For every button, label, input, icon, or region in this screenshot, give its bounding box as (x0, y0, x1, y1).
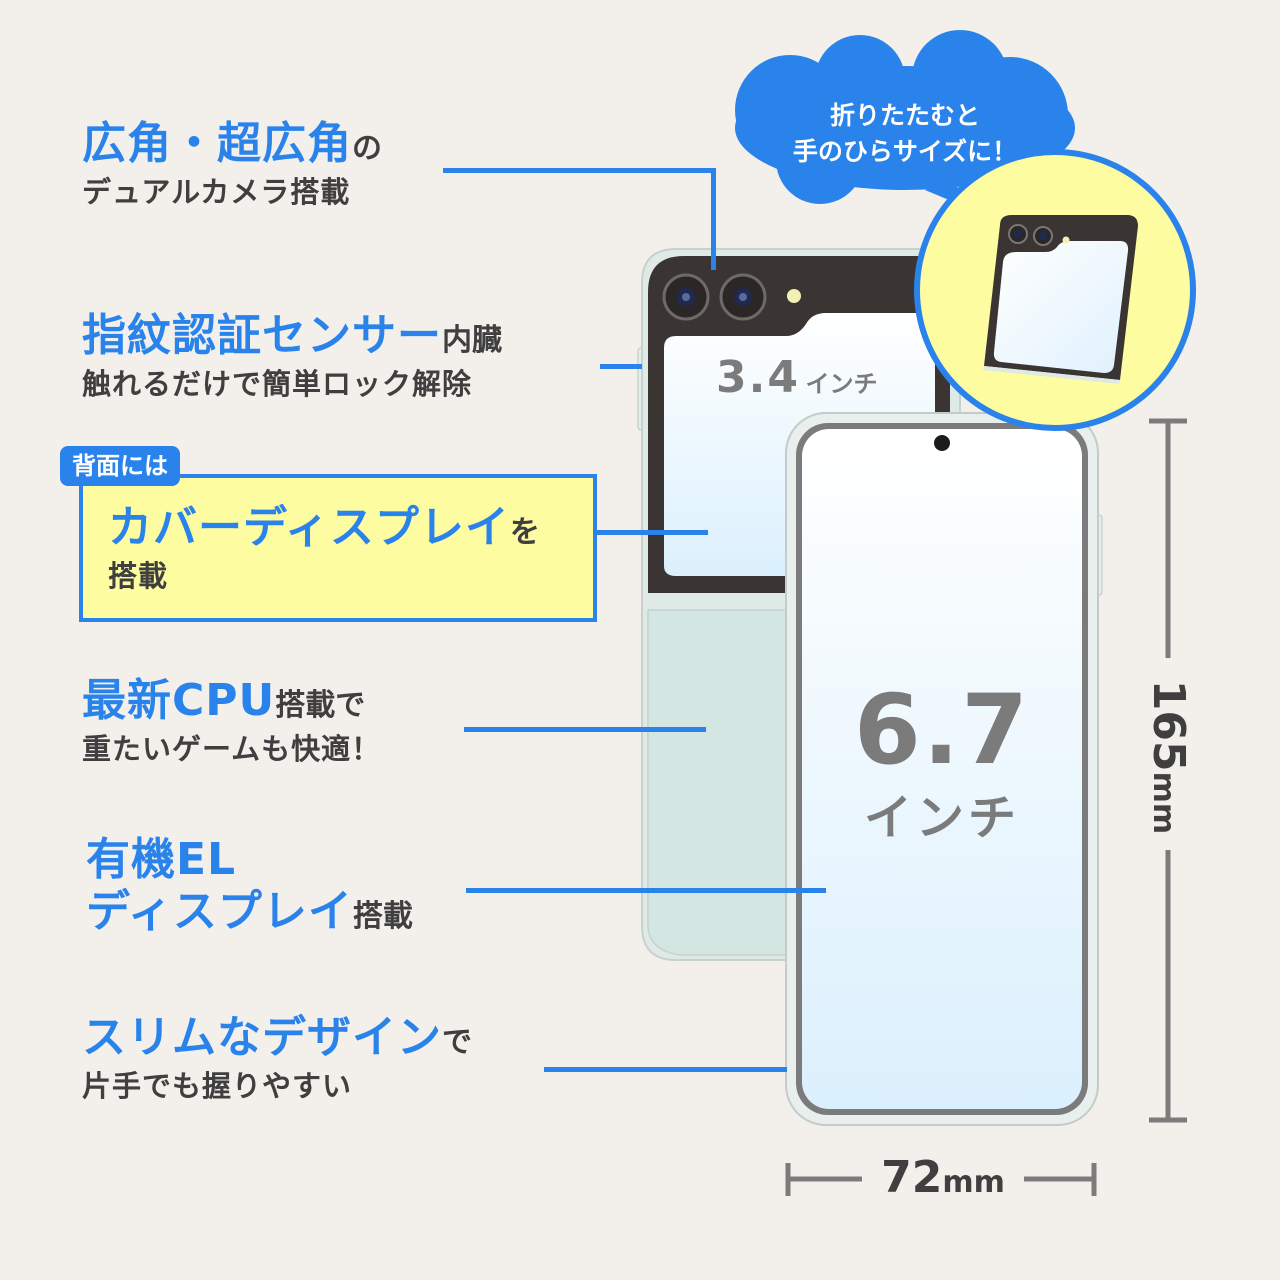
oled-feature: 有機EL ディスプレイ搭載 (86, 834, 413, 938)
oled-title-line2: ディスプレイ (86, 886, 353, 937)
cpu-title-suffix: 搭載で (275, 688, 366, 723)
bubble-line1: 折りたたむと (829, 101, 980, 130)
main-size-unit: インチ (863, 790, 1020, 846)
height-unit: mm (1146, 771, 1181, 835)
speech-bubble (735, 30, 1075, 215)
camera-title: 広角・超広角 (82, 118, 352, 169)
camera-feature: 広角・超広角の デュアルカメラ搭載 (82, 118, 382, 212)
cover-connector (596, 530, 708, 535)
cover-size-value: 3.4 (716, 352, 800, 403)
height-value: 165 (1143, 679, 1194, 772)
slim-feature: スリムなデザインで 片手でも握りやすい (82, 1012, 472, 1106)
camera-subtitle: デュアルカメラ搭載 (82, 175, 351, 209)
fingerprint-connector (600, 364, 642, 369)
cpu-subtitle: 重たいゲームも快適！ (82, 732, 382, 766)
cover-display-box (79, 474, 597, 622)
oled-title-suffix: 搭載 (352, 899, 413, 934)
oled-title-line1: 有機EL (86, 834, 237, 885)
front-camera-icon (934, 435, 950, 451)
front-phone (785, 412, 1103, 1126)
width-ruler (785, 1163, 1097, 1196)
height-dimension: 165mm (1143, 667, 1194, 847)
cover-title: カバーディスプレイ (108, 502, 510, 553)
main-size-value: 6.7 (853, 674, 1031, 786)
slim-title: スリムなデザイン (82, 1012, 442, 1063)
fingerprint-title-suffix: 内臓 (442, 323, 502, 358)
slim-connector (544, 1067, 787, 1072)
cpu-feature: 最新CPU搭載で 重たいゲームも快適！ (82, 675, 381, 769)
bubble-line2: 手のひらサイズに！ (792, 137, 1018, 166)
cover-subtitle: 搭載 (108, 559, 169, 593)
camera-connector-h (443, 168, 716, 173)
width-unit: mm (942, 1165, 1005, 1200)
cover-feature: カバーディスプレイを 搭載 (108, 502, 540, 596)
slim-title-suffix: で (442, 1025, 472, 1060)
flash-icon (787, 289, 801, 303)
camera-title-suffix: の (352, 131, 382, 166)
camera-connector-v (711, 168, 716, 270)
cpu-title: 最新CPU (82, 675, 276, 726)
slim-subtitle: 片手でも握りやすい (82, 1069, 353, 1103)
width-value: 72 (881, 1152, 943, 1203)
camera-lens-icon (662, 273, 710, 321)
width-dimension: 72mm (862, 1152, 1024, 1213)
bubble-text: 折りたたむと 手のひらサイズに！ (765, 98, 1045, 170)
cover-tag: 背面には (60, 446, 180, 486)
fingerprint-subtitle: 触れるだけで簡単ロック解除 (82, 367, 473, 401)
cpu-connector (464, 727, 706, 732)
folded-phone-zoom (914, 149, 1196, 431)
cover-size-label: 3.4 インチ (716, 352, 878, 403)
fingerprint-title: 指紋認証センサー (82, 310, 442, 361)
cover-size-unit: インチ (805, 370, 878, 398)
oled-connector (466, 888, 826, 893)
height-ruler (1149, 418, 1187, 1123)
cover-title-suffix: を (509, 515, 540, 550)
camera-lens-icon (719, 273, 767, 321)
main-size-label: 6.7 インチ (802, 670, 1082, 846)
fingerprint-feature: 指紋認証センサー内臓 触れるだけで簡単ロック解除 (82, 310, 502, 404)
